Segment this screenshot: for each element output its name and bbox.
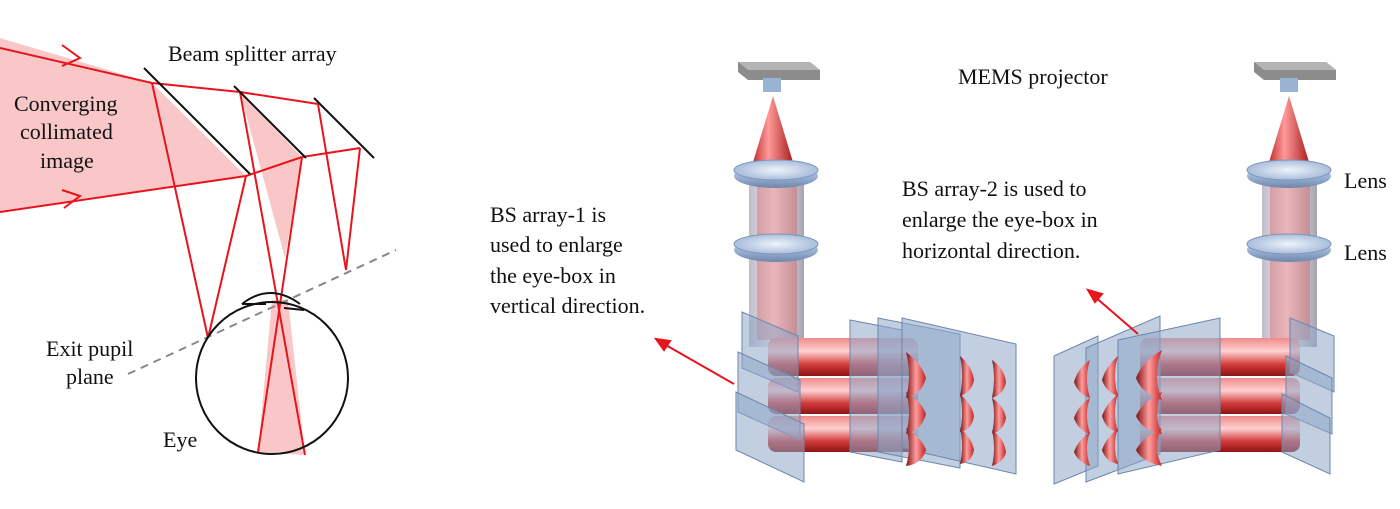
lens-upper-right [1246,159,1332,188]
converging-beam-fill [0,38,246,212]
lens-upper-left [733,159,819,188]
mems-projector-left-icon [738,62,820,92]
exit-pupil-plane-line [127,249,397,375]
right-3d-rendering: MEMS projector BS array-1 is used to enl… [490,62,1387,485]
left-beam-splitter-schematic: Beam splitter array Converging collimate… [0,38,397,456]
bs1-label-line-2: used to enlarge [490,232,623,257]
bs1-label-line-4: vertical direction. [490,293,645,318]
mems-projector-label: MEMS projector [958,64,1108,89]
exit-pupil-label-line-2: plane [66,364,114,389]
bs-array-2-right-plates [1053,315,1221,485]
lens-lower-left [733,233,819,262]
mems-projector-right-icon [1254,62,1336,92]
input-arrow-icons [61,44,83,209]
exit-pupil-label-line-1: Exit pupil [46,336,133,361]
bs1-label-line-3: the eye-box in [490,263,616,288]
bs2-label-line-3: horizontal direction. [902,238,1080,263]
pointer-arrows [653,288,1139,385]
projection-cone-right [1266,96,1312,172]
lens-label-2: Lens [1344,240,1387,265]
beam-rays [0,47,361,456]
lens-label-1: Lens [1344,168,1387,193]
lens-lower-right [1246,233,1332,262]
eye-label: Eye [163,427,197,452]
bs-array-1-right-plates [1281,317,1335,475]
input-label-line-1: Converging [14,91,117,116]
eye-icon [195,292,349,455]
bs2-label-line-1: BS array-2 is used to [902,176,1087,201]
bs1-label-line-1: BS array-1 is [490,202,606,227]
assembly-right [1053,62,1336,485]
beam-splitter-array-label: Beam splitter array [168,41,337,66]
beam-droplets-right [1074,350,1162,466]
bs2-label-line-2: enlarge the eye-box in [902,207,1098,232]
input-label-line-3: image [40,148,94,173]
assembly-left [733,62,1017,483]
reflected-beam-fill [240,92,302,258]
eye-beam-fill [258,300,305,455]
beam-droplets-left [906,352,1006,466]
input-label-line-2: collimated [20,119,113,144]
projection-cone-left [750,96,796,172]
beam-splitter-plates [143,67,375,175]
bs-array-1-plates [735,311,805,483]
bs-array-2-left-plates [849,317,1017,475]
